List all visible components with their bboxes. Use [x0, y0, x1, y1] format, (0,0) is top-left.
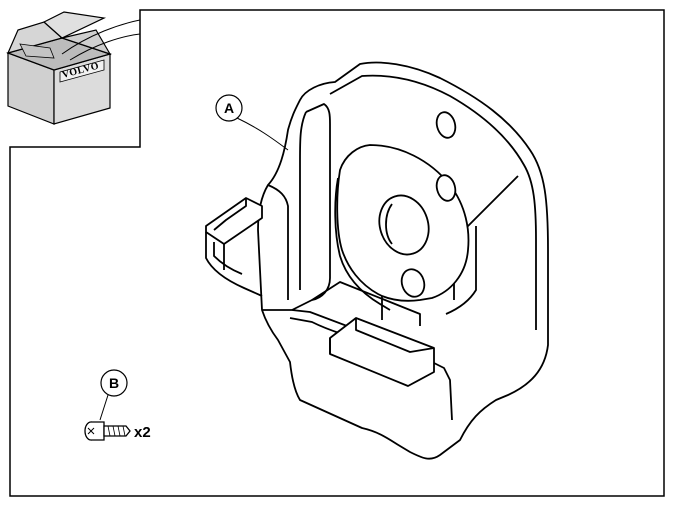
callout-a: A — [215, 94, 289, 151]
kit-box-illustration: VOLVO — [6, 11, 141, 125]
screw-quantity: x2 — [134, 424, 151, 441]
callout-a-label: A — [224, 100, 234, 116]
callout-a-leader — [236, 117, 289, 151]
callout-b: B — [99, 369, 128, 421]
screw-part — [84, 421, 131, 441]
callout-b-leader — [99, 394, 109, 421]
bracket-part — [205, 61, 549, 460]
diagram-frame — [9, 9, 665, 497]
callout-b-label: B — [109, 375, 119, 391]
